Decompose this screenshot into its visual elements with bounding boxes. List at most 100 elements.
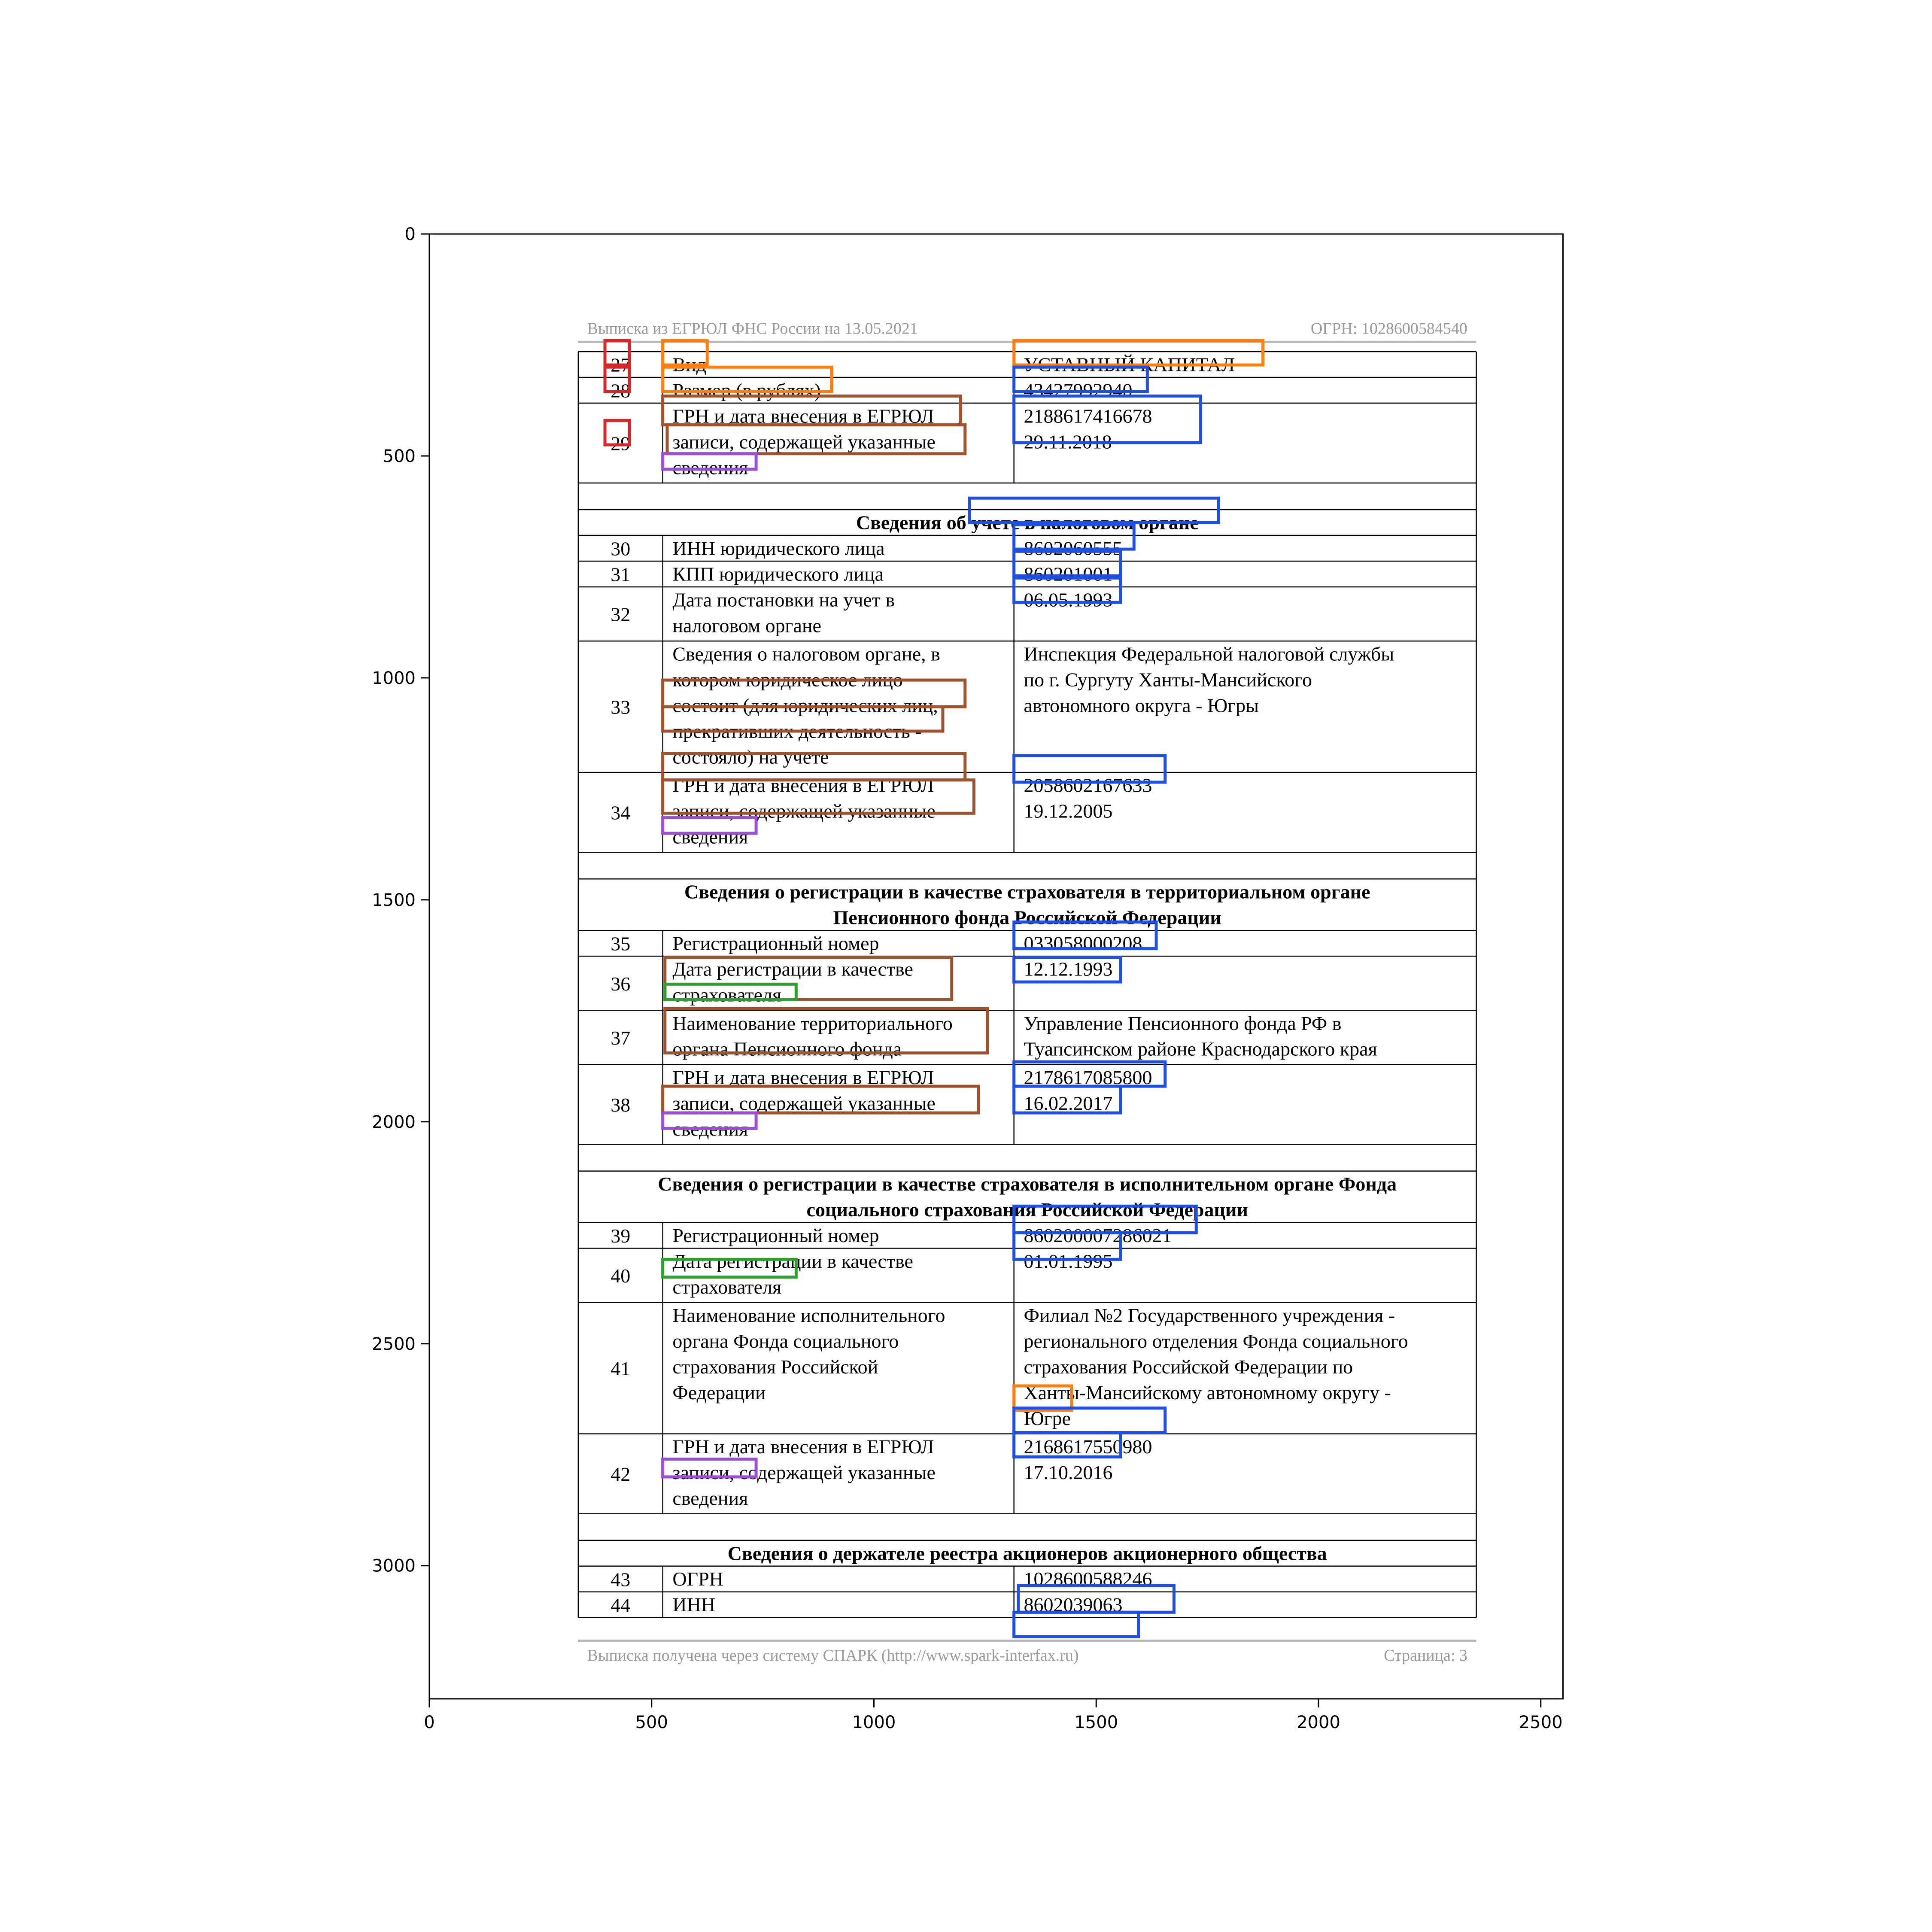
annotation-box-orange <box>661 365 833 393</box>
field-label: ИНН юридического лица <box>672 538 884 559</box>
annotation-box-brown <box>661 705 945 733</box>
annotation-box-orange <box>1012 1384 1073 1412</box>
row-number: 44 <box>611 1594 630 1616</box>
annotation-box-blue <box>1012 956 1122 984</box>
annotation-boxes <box>603 339 1265 1638</box>
annotation-box-orange <box>661 339 709 367</box>
field-label: Наименование исполнительного <box>672 1304 945 1326</box>
field-value: 033058000208 <box>1024 933 1142 954</box>
annotation-box-brown <box>665 423 967 456</box>
field-value: 01.01.1995 <box>1024 1250 1112 1272</box>
field-value: 16.02.2017 <box>1024 1092 1112 1114</box>
field-label: Дата регистрации в качестве <box>672 958 913 980</box>
annotation-box-blue <box>1012 1610 1140 1638</box>
y-tick-label: 1000 <box>372 668 416 688</box>
field-value: 12.12.1993 <box>1024 958 1112 980</box>
field-label: ГРН и дата внесения в ЕГРЮЛ <box>672 775 934 796</box>
field-label: Федерации <box>672 1382 766 1403</box>
annotation-box-blue <box>1012 523 1136 551</box>
field-value: 860201001 <box>1024 563 1112 585</box>
field-label: Регистрационный номер <box>672 1224 879 1246</box>
annotation-box-blue <box>1012 550 1122 577</box>
field-label: записи, содержащей указанные <box>672 431 936 453</box>
field-label: записи, содержащей указанные <box>672 1092 936 1114</box>
y-tick-label: 2000 <box>372 1112 416 1132</box>
field-value: автономного округа - Югры <box>1024 695 1259 717</box>
x-tick-label: 2000 <box>1297 1713 1340 1732</box>
annotation-box-blue <box>1012 576 1122 604</box>
x-tick-label: 0 <box>424 1713 434 1732</box>
y-tick-label: 3000 <box>372 1556 416 1576</box>
field-value: Инспекция Федеральной налоговой службы <box>1024 643 1394 665</box>
row-number: 40 <box>611 1265 630 1287</box>
annotation-box-brown <box>661 778 975 815</box>
x-tick-label: 2500 <box>1519 1713 1563 1732</box>
annotation-box-red <box>603 419 631 447</box>
row-number: 36 <box>611 973 630 995</box>
row-number: 31 <box>611 564 630 586</box>
field-value: Филиал №2 Государственного учреждения - <box>1024 1304 1395 1326</box>
field-value: Управление Пенсионного фонда РФ в <box>1024 1012 1341 1034</box>
x-tick-label: 1500 <box>1074 1713 1118 1732</box>
section-title: Сведения о регистрации в качестве страхо… <box>684 881 1370 903</box>
row-number: 42 <box>611 1463 630 1485</box>
field-label: Сведения о налоговом органе, в <box>672 643 940 665</box>
row-number: 32 <box>611 604 630 626</box>
x-tick-label: 500 <box>635 1713 668 1732</box>
row-number: 34 <box>611 802 630 824</box>
annotation-box-blue <box>1012 365 1149 393</box>
field-value: 2168617550980 <box>1024 1436 1152 1458</box>
annotation-box-green <box>661 1258 798 1279</box>
annotation-box-red <box>603 365 631 393</box>
field-value: Туапсинском районе Краснодарского края <box>1024 1038 1377 1060</box>
field-label: записи, содержащей указанные <box>672 1461 936 1483</box>
x-tick-label: 1000 <box>852 1713 896 1732</box>
annotation-box-blue <box>1012 1084 1122 1115</box>
field-label: ГРН и дата внесения в ЕГРЮЛ <box>672 1066 934 1088</box>
field-label: органа Пенсионного фонда <box>672 1038 902 1060</box>
field-label: состояло) на учете <box>672 746 829 768</box>
row-number: 35 <box>611 933 630 955</box>
field-label: налоговом органе <box>672 614 821 636</box>
y-tick-label: 0 <box>405 225 416 244</box>
row-number: 39 <box>611 1225 630 1247</box>
annotation-box-blue <box>1012 1231 1122 1261</box>
annotation-box-blue <box>968 496 1220 524</box>
page-header-left: Выписка из ЕГРЮЛ ФНС России на 13.05.202… <box>587 320 918 338</box>
annotation-box-orange <box>1012 339 1265 367</box>
field-label: ГРН и дата внесения в ЕГРЮЛ <box>672 1436 934 1458</box>
row-number: 41 <box>611 1358 630 1379</box>
annotation-box-brown <box>661 1084 980 1115</box>
field-label: КПП юридического лица <box>672 563 884 585</box>
field-label: Дата постановки на учет в <box>672 589 895 611</box>
annotation-box-blue <box>1012 394 1203 444</box>
annotation-box-green <box>663 982 798 1001</box>
field-value: 06.05.1993 <box>1024 589 1112 611</box>
field-label: Дата регистрации в качестве <box>672 1250 913 1272</box>
field-label: Регистрационный номер <box>672 933 879 954</box>
annotation-box-blue <box>1012 754 1167 784</box>
annotation-box-brown <box>663 956 954 1001</box>
field-label: сведения <box>672 1487 748 1509</box>
annotation-box-brown <box>663 1007 989 1055</box>
field-value: регионального отделения Фонда социальног… <box>1024 1330 1408 1352</box>
annotation-box-purple <box>661 452 758 471</box>
field-value: страхования Российской Федерации по <box>1024 1356 1353 1378</box>
row-number: 37 <box>611 1027 630 1049</box>
axes-frame <box>428 233 1564 1700</box>
field-value: 17.10.2016 <box>1024 1461 1112 1483</box>
page-footer-left: Выписка получена через систему СПАРК (ht… <box>587 1646 1079 1665</box>
field-label: ИНН <box>672 1594 715 1616</box>
annotation-box-purple <box>661 1111 758 1130</box>
row-number: 30 <box>611 538 630 560</box>
annotation-box-red <box>603 339 631 367</box>
field-value: по г. Сургуту Ханты-Мансийского <box>1024 669 1312 691</box>
field-value: 19.12.2005 <box>1024 800 1112 822</box>
field-value: 2178617085800 <box>1024 1066 1152 1088</box>
annotation-box-purple <box>661 816 758 835</box>
section-title: Сведения о держателе реестра акционеров … <box>728 1542 1327 1564</box>
field-value: Ханты-Мансийскому автономному округу - <box>1024 1382 1391 1403</box>
field-label: страхователя <box>672 984 781 1006</box>
